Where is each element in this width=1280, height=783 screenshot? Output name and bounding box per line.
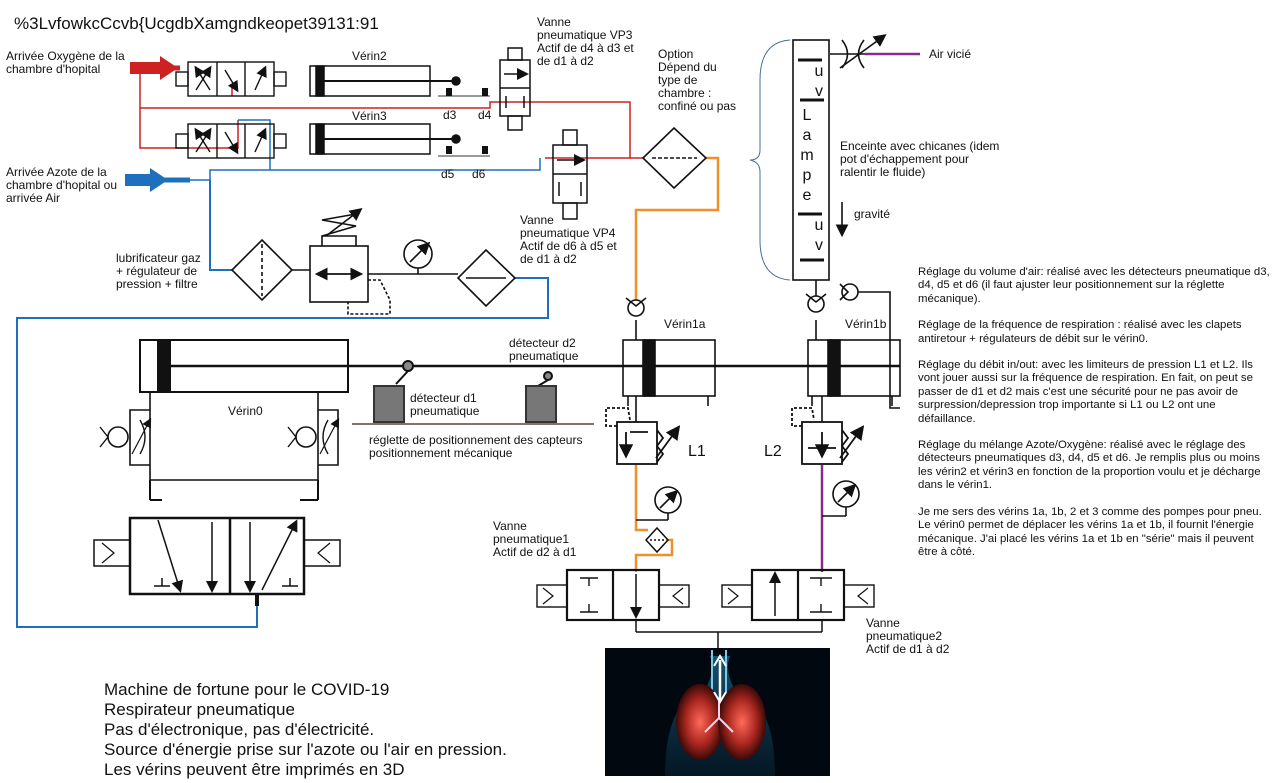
purple-pipes [820, 52, 920, 572]
limiter-l1 [605, 407, 681, 465]
uv-top-label: u v [814, 63, 824, 100]
verin1b-label: Vérin1b [845, 317, 887, 331]
option-label: Option Dépend du type de chambre : confi… [658, 47, 737, 113]
limiter-l2 [791, 407, 865, 465]
limiter-l1-label: L1 [688, 443, 706, 460]
verin3-cylinder [309, 123, 490, 157]
detector-d5-label: d5 [441, 167, 455, 181]
enceinte-label: Enceinte avec chicanes (idem pot d'échap… [840, 139, 1000, 179]
reglette-label: réglette de positionnement des capteurs … [369, 433, 583, 460]
detector-d1-label: détecteur d1 pneumatique [410, 391, 480, 418]
oxygen-arrow-icon [130, 56, 178, 80]
verin1a-label: Vérin1a [664, 317, 706, 331]
note-volume: Réglage du volume d'air: réalisé avec le… [918, 266, 1270, 305]
diagram-code: %3LvfowkcCcvb{UcgdbXamgndkeopet39131:91 [14, 14, 379, 33]
nitrogen-arrow-icon [125, 168, 168, 192]
detector-d6-label: d6 [472, 167, 486, 181]
small-filter [644, 526, 670, 554]
detector-d2-label: détecteur d2 pneumatique [509, 336, 579, 363]
verin1a-cylinder [622, 297, 716, 422]
valve-vp3 [499, 47, 531, 131]
verin0-cylinder [99, 339, 900, 501]
note-pumps: Je me sers des vérins 1a, 1b, 2 et 3 com… [918, 505, 1262, 558]
gravite-label: gravité [854, 207, 891, 221]
verin1b-cylinder [805, 280, 901, 422]
valve-pneumatic2 [721, 568, 875, 632]
air-vicie-label: Air vicié [929, 47, 972, 61]
valve2-label: Vanne pneumatique2 Actif de d1 à d2 [866, 616, 950, 656]
summary-line: Les vérins peuvent être imprimés en 3D [104, 760, 405, 779]
uv-lamp-chamber [749, 34, 887, 281]
valve-vp4-label: Vanne pneumatique VP4 Actif de d6 à d5 e… [520, 213, 617, 266]
valve-vp3-label: Vanne pneumatique VP3 Actif de d4 à d3 e… [537, 15, 634, 68]
oxygen-inlet-label: Arrivée Oxygène de la chambre d'hopital [6, 49, 125, 76]
lungs-illustration [605, 648, 830, 776]
manifold-to-lungs [636, 631, 822, 650]
distributor-valve-o2 [175, 61, 287, 97]
summary-line: Respirateur pneumatique [104, 700, 295, 719]
option-filter [641, 126, 708, 190]
valve-vp4 [552, 129, 588, 220]
main-distributor-valve [93, 516, 341, 606]
verin2-label: Vérin2 [352, 49, 387, 63]
summary-line: Machine de fortune pour le COVID-19 [104, 680, 390, 699]
valve1-label: Vanne pneumatique1 Actif de d2 à d1 [493, 519, 577, 559]
lamp-label: L a m p e [800, 107, 814, 204]
lubricator-label: lubrificateur gaz + régulateur de pressi… [116, 251, 201, 291]
uv-bottom-label: u v [814, 217, 824, 254]
verin0-label: Vérin0 [228, 404, 263, 418]
detector-d4-label: d4 [478, 108, 492, 122]
summary-line: Source d'énergie prise sur l'azote ou l'… [104, 740, 507, 759]
detector-d3-label: d3 [443, 108, 457, 122]
summary-text: Machine de fortune pour le COVID-19 Resp… [104, 680, 507, 780]
gauge-icon [636, 480, 860, 521]
verin2-cylinder [309, 65, 490, 97]
note-flow: Réglage du débit in/out: avec les limite… [918, 359, 1253, 425]
adjustment-notes: Réglage du volume d'air: réalisé avec le… [918, 266, 1274, 572]
nitrogen-inlet-label: Arrivée Azote de la chambre d'hopital ou… [6, 165, 118, 205]
orange-pipes [634, 156, 720, 572]
summary-line: Pas d'électronique, pas d'électricité. [104, 720, 375, 739]
note-mix: Réglage du mélange Azote/Oxygène: réalis… [918, 439, 1261, 492]
valve-pneumatic1 [536, 568, 690, 632]
limiter-l2-label: L2 [764, 443, 782, 460]
lubricator-regulator-filter [230, 208, 517, 315]
nitrogen-pipes [16, 119, 549, 628]
note-frequency: Réglage de la fréquence de respiration :… [918, 319, 1242, 345]
distributor-valve-n2 [175, 123, 287, 159]
verin3-label: Vérin3 [352, 109, 387, 123]
